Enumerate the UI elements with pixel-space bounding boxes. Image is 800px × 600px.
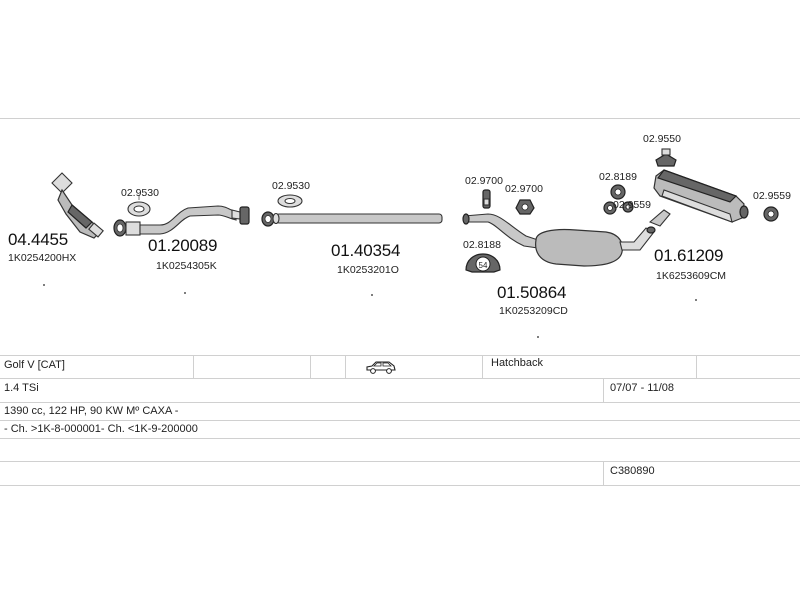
rear-ring-code[interactable]: 02.9559 [753, 190, 791, 202]
rear-silencer-oem: 1K6253609CM [656, 270, 727, 282]
table-col-divider-3 [345, 355, 346, 378]
table-row-divider-5 [0, 461, 800, 462]
mount-54-label: 54 [479, 261, 488, 270]
catalytic-converter-oem: 1K0254200HX [8, 252, 77, 264]
exhaust-diagram: 54 [51, 148, 779, 273]
hanger-a-drawing[interactable] [482, 189, 491, 209]
table-row-divider-4 [0, 438, 800, 439]
mount-54-drawing[interactable]: 54 [465, 253, 501, 273]
table-row-divider-2 [0, 402, 800, 403]
clamp-a-drawing[interactable] [610, 184, 626, 200]
catalytic-converter-code[interactable]: 04.4455 [8, 230, 69, 249]
rear-silencer-code[interactable]: 01.61209 [654, 246, 724, 265]
hanger-b-drawing[interactable] [515, 199, 535, 215]
chassis-range: - Ch. >1K-8-000001- Ch. <1K-9-200000 [4, 423, 198, 435]
table-col-divider-6 [603, 378, 604, 402]
top-hanger-code[interactable]: 02.9550 [643, 133, 681, 145]
table-col-divider-4 [482, 355, 483, 378]
middle-silencer-drawing[interactable] [462, 213, 656, 267]
clamp-a-code[interactable]: 02.8189 [599, 171, 637, 183]
front-pipe-dot [184, 292, 186, 294]
middle-silencer-oem: 1K0253209CD [499, 305, 568, 317]
system-code: C380890 [610, 465, 655, 477]
middle-silencer-code[interactable]: 01.50864 [497, 283, 567, 302]
catalytic-converter-drawing[interactable] [51, 172, 104, 239]
mid-gasket-drawing[interactable] [277, 194, 303, 208]
center-pipe-drawing[interactable] [261, 211, 443, 227]
engine: 1.4 TSi [4, 382, 39, 394]
rear-silencer-dot [695, 299, 697, 301]
mount-54-code[interactable]: 02.8188 [463, 239, 501, 251]
table-row-divider-1 [0, 378, 800, 379]
front-pipe-code[interactable]: 01.20089 [148, 236, 218, 255]
rear-ring-drawing[interactable] [763, 206, 779, 222]
center-pipe-oem: 1K0253201O [337, 264, 399, 276]
top-hanger-drawing[interactable] [655, 148, 677, 167]
hanger-b-code[interactable]: 02.9700 [505, 183, 543, 195]
top-border [0, 118, 800, 119]
table-row-divider-3 [0, 420, 800, 421]
rear-silencer-drawing[interactable] [648, 169, 749, 227]
center-pipe-code[interactable]: 01.40354 [331, 241, 401, 260]
table-col-divider-7 [603, 461, 604, 485]
body-type: Hatchback [491, 357, 543, 369]
clamp-b-drawing[interactable] [603, 201, 634, 215]
hatchback-car-icon [365, 359, 397, 375]
middle-silencer-dot [537, 336, 539, 338]
catalytic-converter-dot [43, 284, 45, 286]
center-pipe-dot [371, 294, 373, 296]
front-pipe-drawing[interactable] [113, 205, 250, 237]
table-top-border [0, 355, 800, 356]
table-col-divider-2 [310, 355, 311, 378]
front-gasket-code[interactable]: 02.9530 [121, 187, 159, 199]
production-dates: 07/07 - 11/08 [610, 382, 675, 394]
hanger-a-code[interactable]: 02.9700 [465, 175, 503, 187]
mid-gasket-code[interactable]: 02.9530 [272, 180, 310, 192]
vehicle-model: Golf V [CAT] [4, 359, 65, 371]
table-col-divider-5 [696, 355, 697, 378]
table-row-divider-6 [0, 485, 800, 486]
front-gasket-drawing[interactable] [127, 195, 151, 217]
clamp-b-code[interactable]: 02.9559 [613, 199, 651, 211]
front-pipe-oem: 1K0254305K [156, 260, 217, 272]
table-col-divider-1 [193, 355, 194, 378]
engine-specs: 1390 cc, 122 HP, 90 KW Mº CAXA - [4, 405, 179, 417]
